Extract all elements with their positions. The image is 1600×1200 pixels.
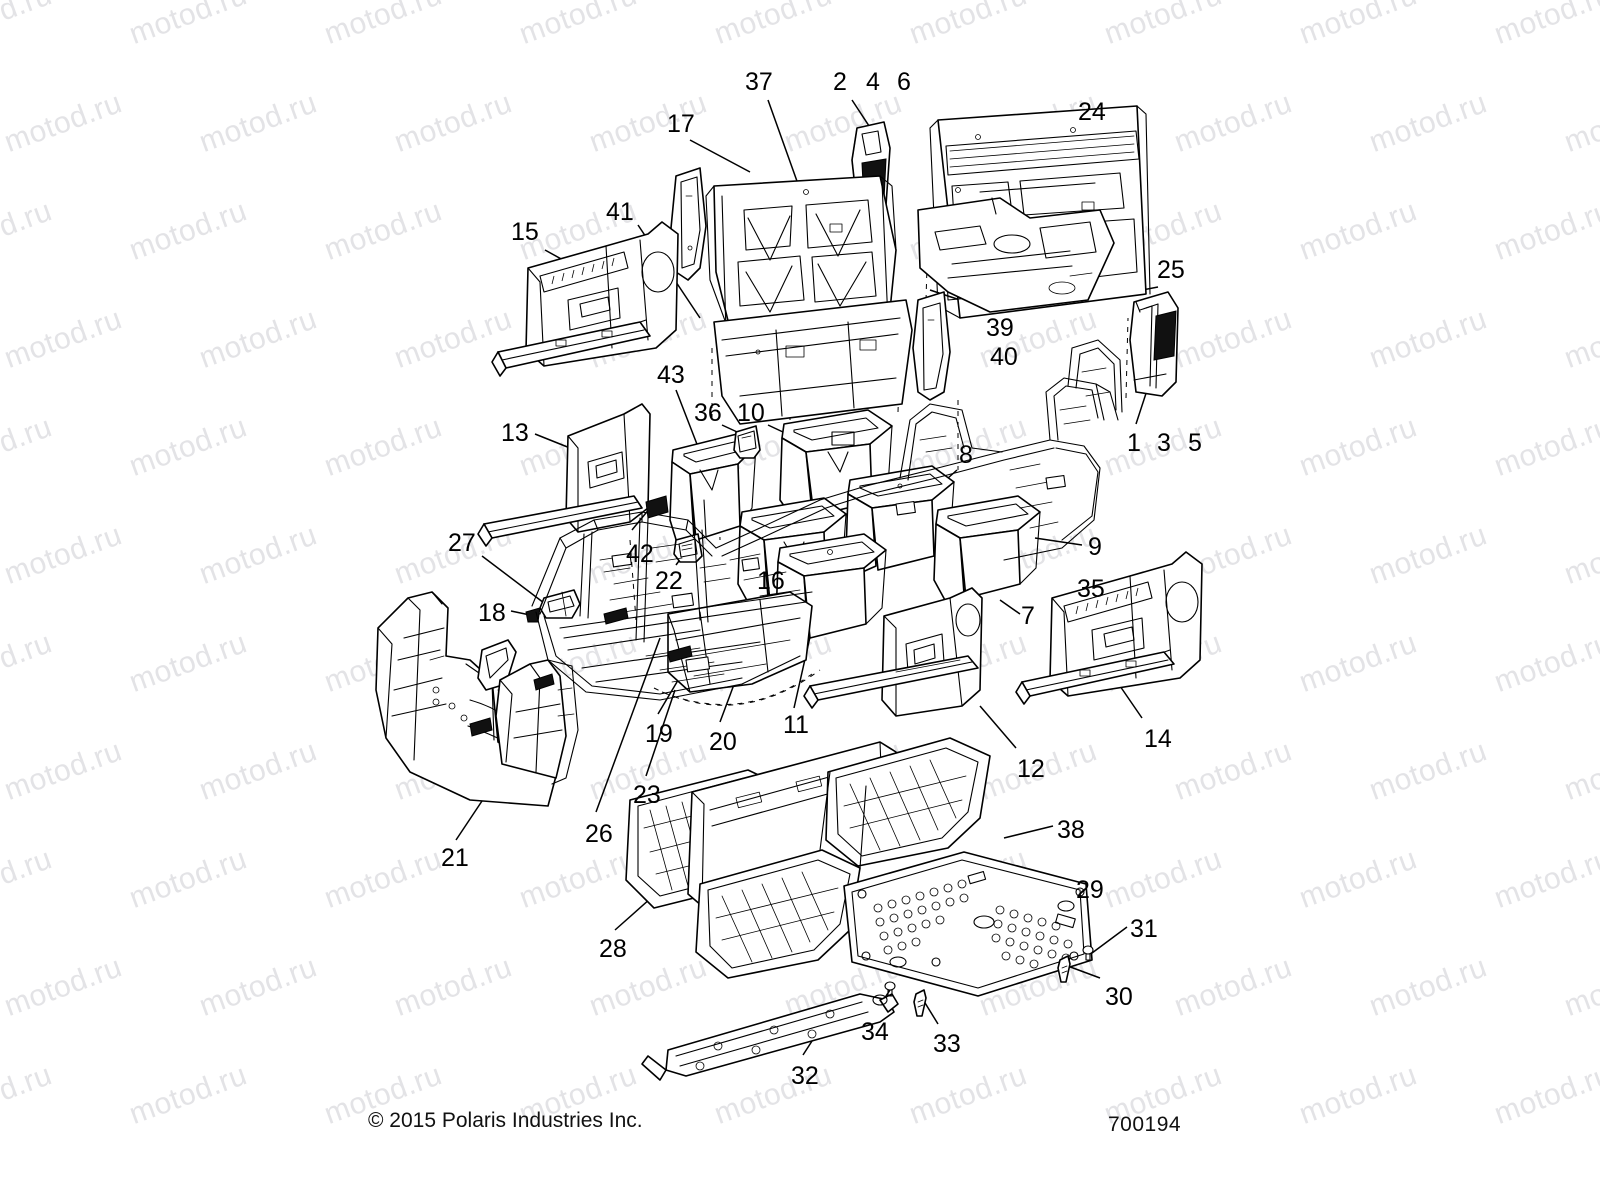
callout-28: 28 bbox=[599, 935, 627, 963]
callout-10: 10 bbox=[737, 399, 765, 427]
callout-12: 12 bbox=[1017, 755, 1045, 783]
callout-30: 30 bbox=[1105, 983, 1133, 1011]
drawing-number: 700194 bbox=[1108, 1113, 1182, 1136]
callout-25: 25 bbox=[1157, 256, 1185, 284]
callout-2: 2 bbox=[833, 68, 847, 96]
copyright-notice: © 2015 Polaris Industries Inc. bbox=[368, 1109, 643, 1132]
callout-13: 13 bbox=[501, 419, 529, 447]
callout-22: 22 bbox=[655, 567, 683, 595]
callout-36: 36 bbox=[694, 399, 722, 427]
callout-23: 23 bbox=[633, 781, 661, 809]
callout-39: 39 bbox=[986, 314, 1014, 342]
callout-32: 32 bbox=[791, 1062, 819, 1090]
callout-21: 21 bbox=[441, 844, 469, 872]
callout-15: 15 bbox=[511, 218, 539, 246]
callout-29: 29 bbox=[1076, 876, 1104, 904]
callout-1: 1 bbox=[1127, 429, 1141, 457]
callout-37: 37 bbox=[745, 68, 773, 96]
callout-26: 26 bbox=[585, 820, 613, 848]
callout-17: 17 bbox=[667, 110, 695, 138]
callout-24: 24 bbox=[1078, 98, 1106, 126]
callout-8: 8 bbox=[959, 441, 973, 469]
callout-20: 20 bbox=[709, 728, 737, 756]
callout-31: 31 bbox=[1130, 915, 1158, 943]
callout-16: 16 bbox=[757, 567, 785, 595]
callout-9: 9 bbox=[1088, 533, 1102, 561]
callout-11: 11 bbox=[783, 711, 809, 739]
callout-6: 6 bbox=[897, 68, 911, 96]
callout-34: 34 bbox=[861, 1018, 889, 1046]
callout-27: 27 bbox=[448, 529, 476, 557]
callout-14: 14 bbox=[1144, 725, 1172, 753]
callout-42: 42 bbox=[626, 540, 654, 568]
callout-33: 33 bbox=[933, 1030, 961, 1058]
callout-38: 38 bbox=[1057, 816, 1085, 844]
callout-40: 40 bbox=[990, 343, 1018, 371]
callout-3: 3 bbox=[1157, 429, 1171, 457]
callout-18: 18 bbox=[478, 599, 506, 627]
callout-43: 43 bbox=[657, 361, 685, 389]
callout-4: 4 bbox=[866, 68, 880, 96]
callout-19: 19 bbox=[645, 720, 673, 748]
callout-5: 5 bbox=[1188, 429, 1202, 457]
callout-7: 7 bbox=[1021, 602, 1035, 630]
callout-35: 35 bbox=[1077, 575, 1105, 603]
callout-41: 41 bbox=[606, 198, 634, 226]
